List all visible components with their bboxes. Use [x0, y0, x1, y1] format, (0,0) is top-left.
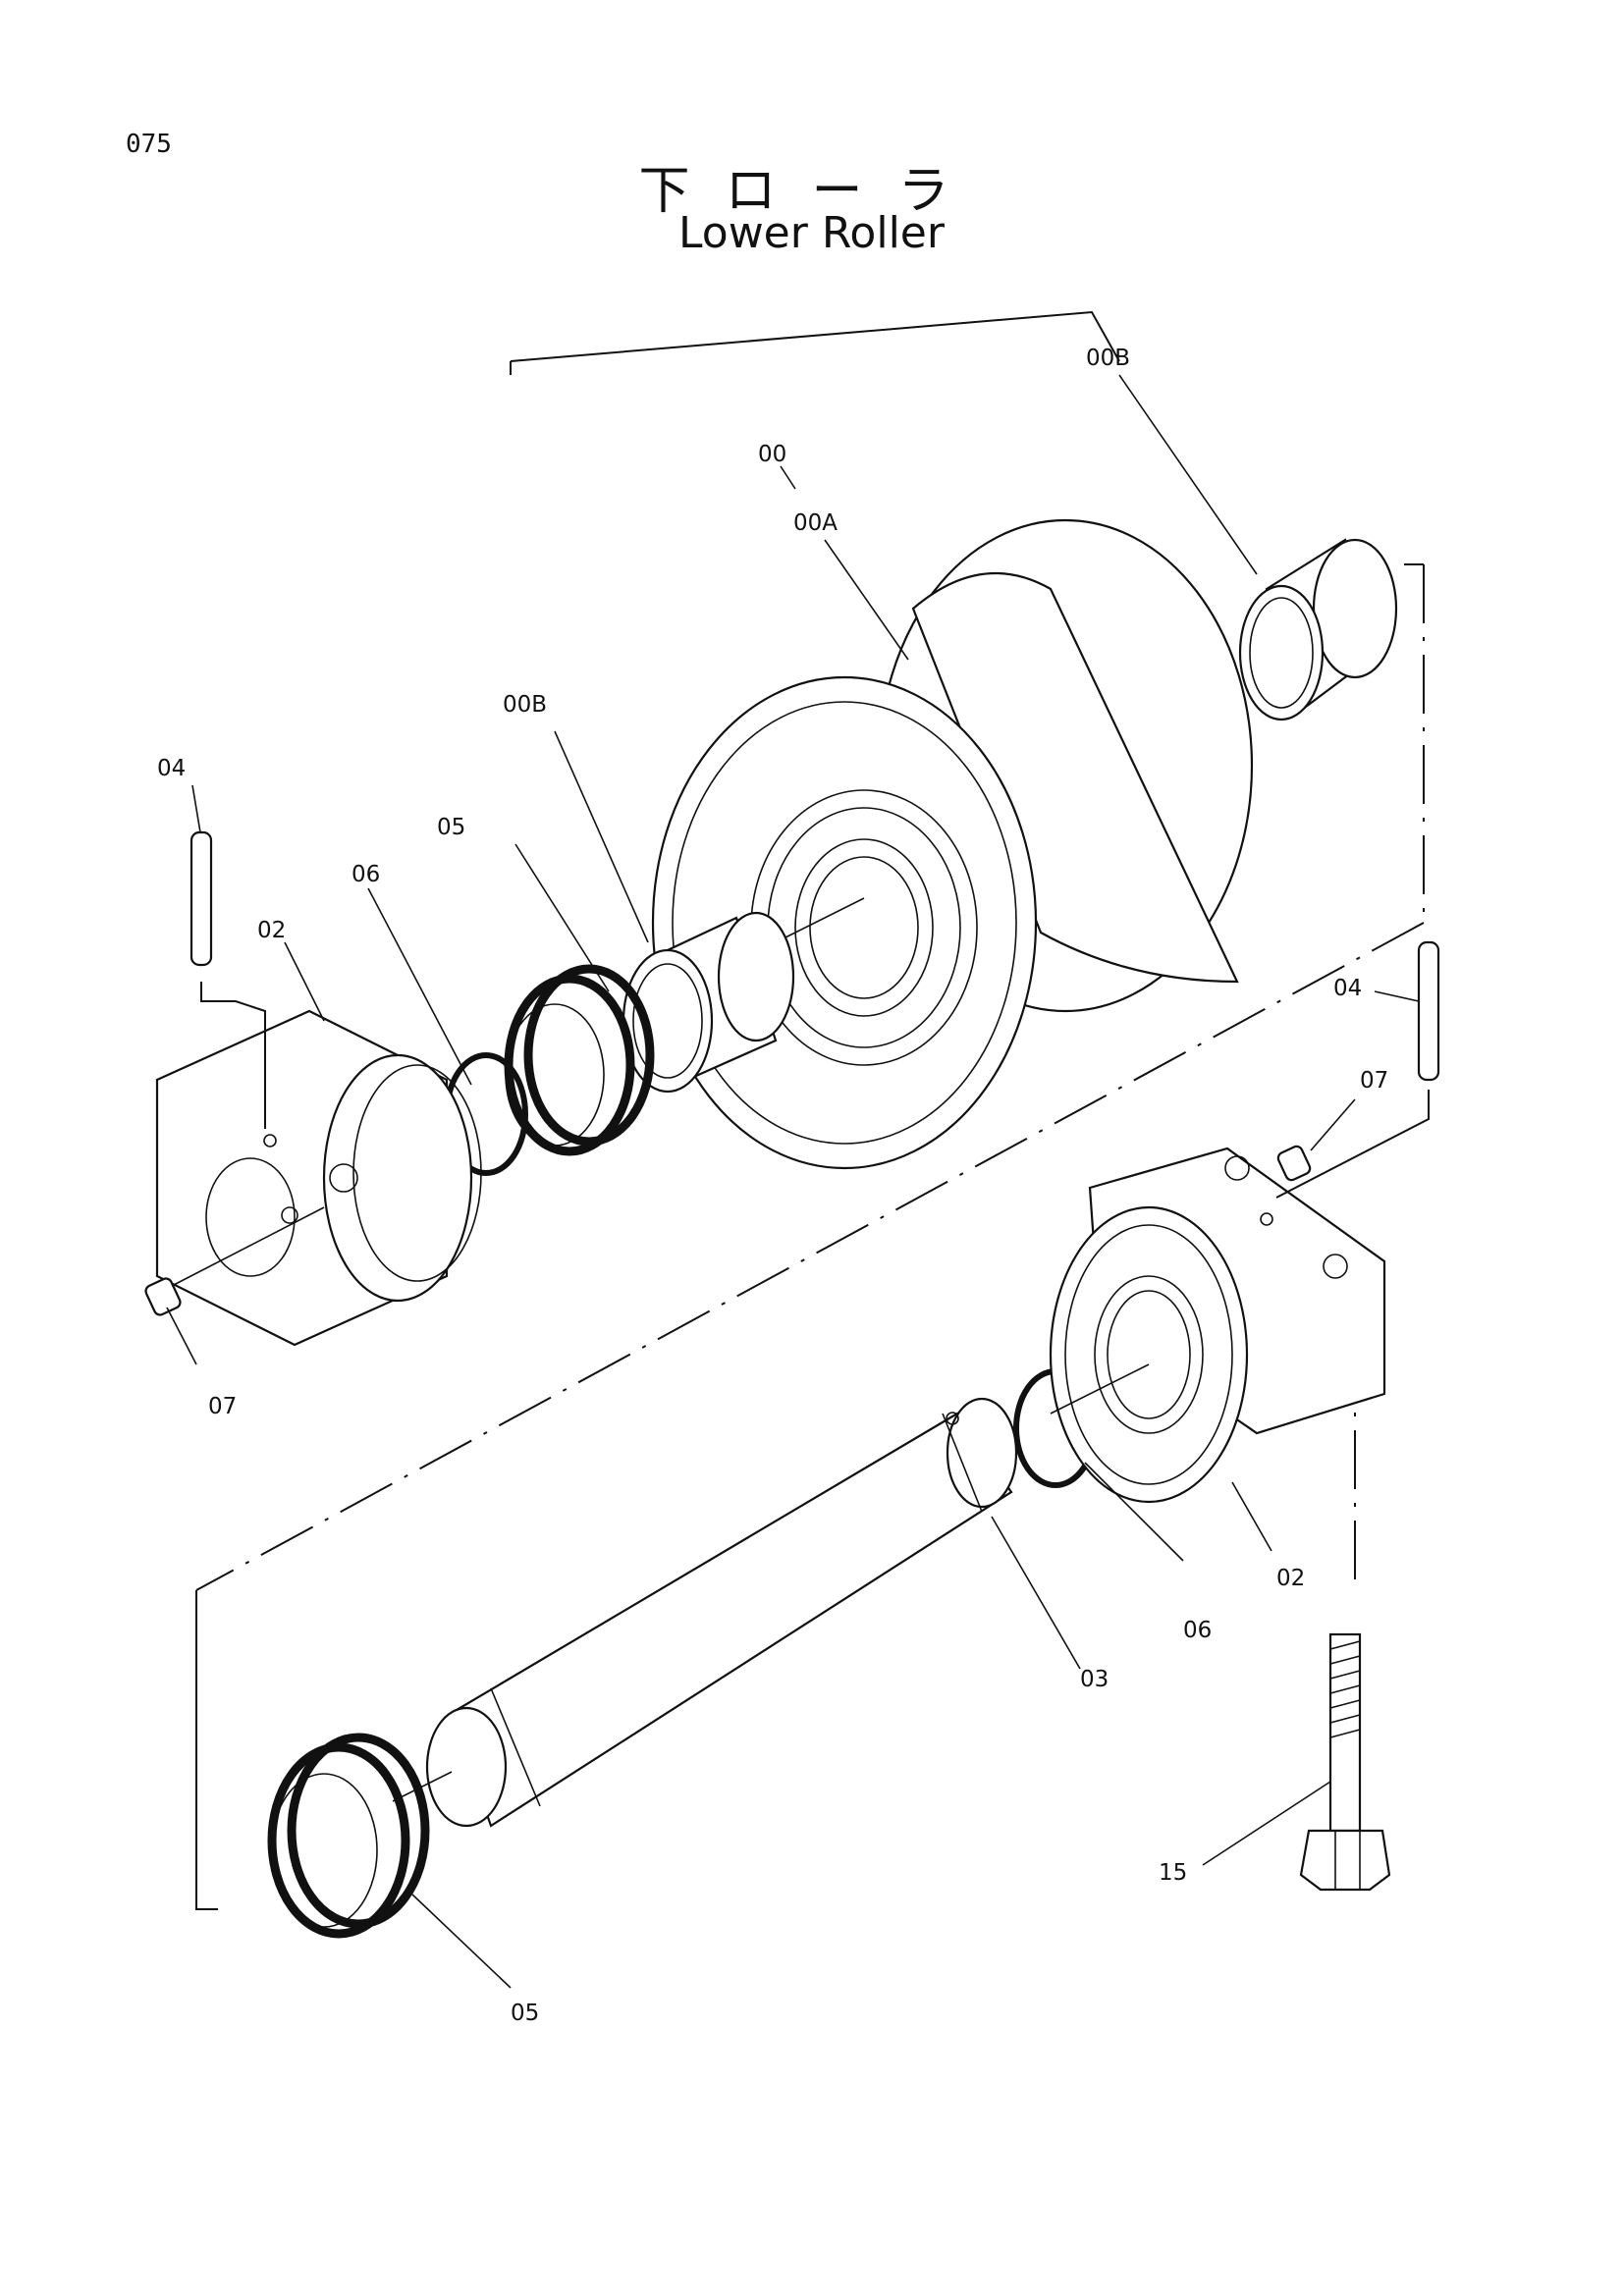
- page-number: 075: [126, 130, 172, 159]
- label-00A: 00A: [793, 510, 838, 536]
- label-02-left: 02: [257, 918, 286, 943]
- label-07-right: 07: [1360, 1068, 1388, 1094]
- label-06-left: 06: [352, 862, 380, 887]
- roller-00A: [651, 518, 1254, 1170]
- collar-02-left: [155, 1009, 482, 1347]
- collar-02-right: [1049, 1147, 1386, 1504]
- label-00: 00: [758, 442, 786, 467]
- label-06-right: 06: [1183, 1618, 1212, 1643]
- floating-seal-05-bottom: [267, 1733, 430, 1939]
- callout-labels: 00B 00 00A 00B 04 05 06 02 04 07 07 02 0…: [157, 346, 1388, 2026]
- label-05-top: 05: [437, 815, 465, 840]
- label-03: 03: [1080, 1667, 1109, 1692]
- title-english: Lower Roller: [678, 208, 945, 258]
- label-04-left: 04: [157, 756, 186, 781]
- bushing-00B-right: [1238, 538, 1398, 721]
- leader-lines: [166, 374, 1420, 1989]
- label-05-bottom: 05: [511, 2001, 539, 2026]
- title-japanese: 下ローラ: [638, 162, 985, 221]
- pin-04-left: [189, 830, 266, 1129]
- label-00B-top: 00B: [1086, 346, 1130, 371]
- label-15: 15: [1159, 1860, 1187, 1886]
- label-07-left: 07: [208, 1394, 237, 1419]
- label-04-right: 04: [1333, 976, 1362, 1001]
- bolt-15: [1299, 1632, 1391, 1892]
- plug-07-left: [144, 1206, 325, 1316]
- shaft-03: [392, 1397, 1018, 1828]
- label-02-right: 02: [1276, 1566, 1305, 1591]
- label-00B-left: 00B: [503, 692, 547, 718]
- pin-04-right: [1275, 940, 1440, 1199]
- plug-07-right: [1276, 1145, 1312, 1182]
